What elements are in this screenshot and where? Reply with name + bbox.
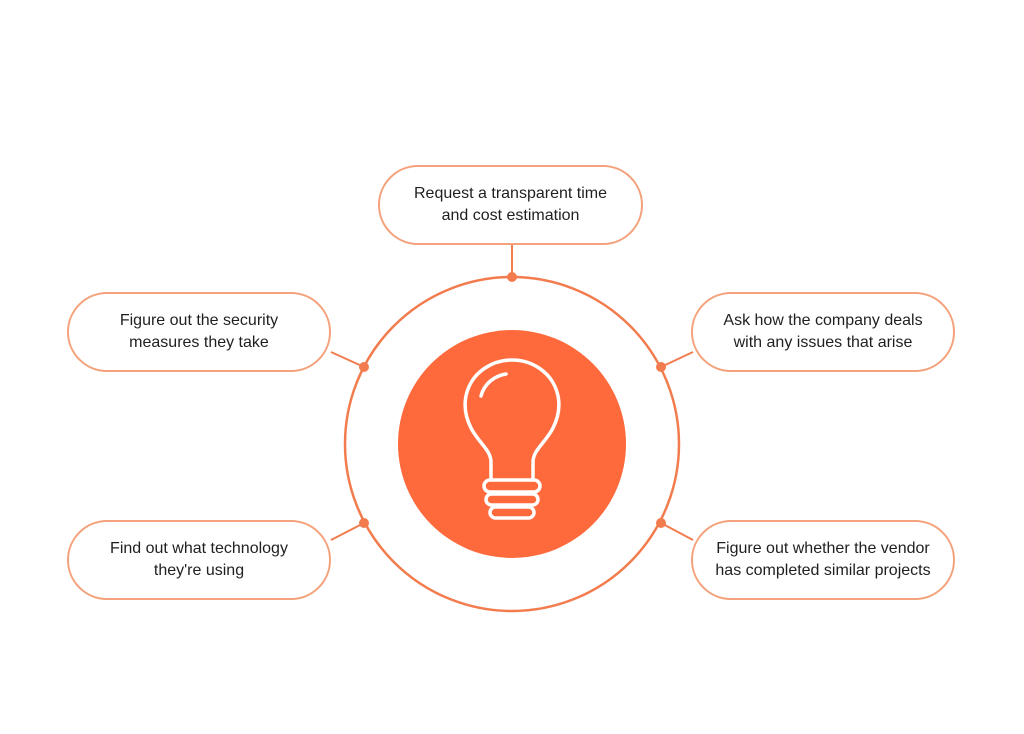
connector-top-left [330, 351, 365, 368]
node-top-left: Figure out the security measures they ta… [67, 292, 331, 372]
connector-dot-bottom-right [656, 518, 666, 528]
node-top-label: Request a transparent time and cost esti… [414, 185, 607, 224]
node-bottom-left-label: Find out what technology they're using [110, 540, 288, 579]
node-bottom-right-label: Figure out whether the vendor has comple… [715, 540, 931, 579]
node-bottom-left: Find out what technology they're using [67, 520, 331, 600]
node-top-left-label: Figure out the security measures they ta… [119, 312, 279, 351]
connector-bottom-left [330, 522, 365, 541]
lightbulb-icon [463, 358, 561, 520]
connector-dot-top-right [656, 362, 666, 372]
node-top-right: Ask how the company deals with any issue… [691, 292, 955, 372]
connector-dot-top-left [359, 362, 369, 372]
connector-bottom-right [660, 522, 694, 541]
center-circle [398, 330, 626, 558]
connector-dot-top [507, 272, 517, 282]
connector-dot-bottom-left [359, 518, 369, 528]
connector-top-right [660, 351, 694, 368]
node-top: Request a transparent time and cost esti… [378, 165, 643, 245]
node-bottom-right: Figure out whether the vendor has comple… [691, 520, 955, 600]
node-top-right-label: Ask how the company deals with any issue… [723, 312, 923, 351]
